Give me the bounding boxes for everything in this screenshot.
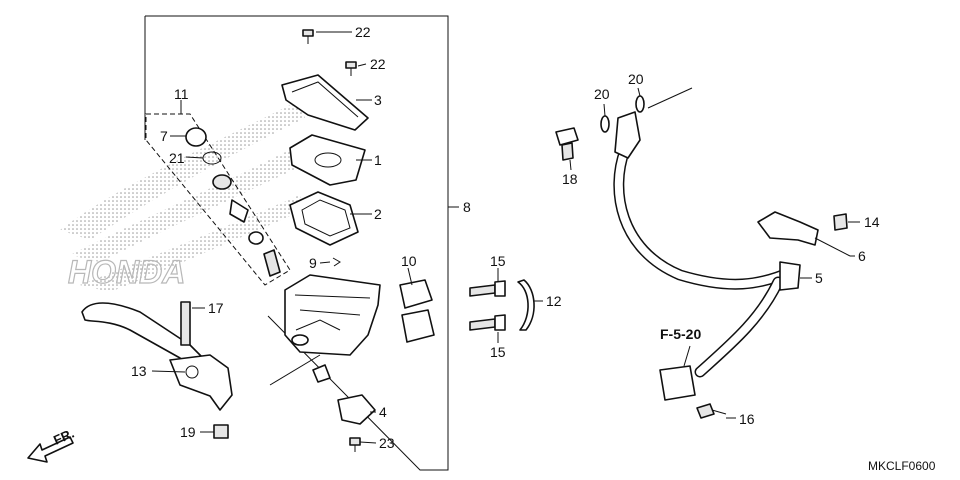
clip-9 — [332, 257, 341, 267]
callout-3: 3 — [374, 92, 382, 108]
callout-15b: 15 — [490, 344, 506, 360]
honda-watermark: HONDA — [60, 100, 314, 292]
bolt-16 — [696, 403, 727, 419]
callout-9: 9 — [309, 255, 317, 271]
brake-hose — [613, 111, 801, 401]
watermark-text: HONDA — [68, 254, 185, 290]
assembly-border — [145, 15, 449, 471]
screw-22-top — [302, 29, 314, 44]
callout-4: 4 — [379, 404, 387, 420]
master-cylinder-body — [269, 274, 381, 386]
callout-15a: 15 — [490, 253, 506, 269]
piston-kit — [185, 127, 281, 277]
callout-21: 21 — [169, 150, 185, 166]
stop-switch — [337, 394, 376, 425]
bolt-14 — [833, 213, 848, 231]
holder-clamp — [399, 279, 435, 343]
callout-13: 13 — [131, 363, 147, 379]
callout-18: 18 — [562, 171, 578, 187]
callout-7: 7 — [160, 128, 168, 144]
callout-20a: 20 — [594, 86, 610, 102]
callout-6: 6 — [858, 248, 866, 264]
callout-22a: 22 — [355, 24, 371, 40]
callout-11: 11 — [174, 86, 189, 102]
callout-20b: 20 — [628, 71, 644, 87]
diagram-code: MKCLF0600 — [868, 459, 936, 473]
callout-8: 8 — [463, 199, 471, 215]
leader-lines — [151, 31, 860, 444]
callout-1: 1 — [374, 152, 382, 168]
callout-5: 5 — [815, 270, 823, 286]
clip-12 — [517, 279, 535, 331]
direction-label: FR. — [51, 426, 76, 448]
callout-23: 23 — [379, 435, 395, 451]
callout-19: 19 — [180, 424, 196, 440]
callout-16: 16 — [739, 411, 755, 427]
reservoir-cover — [281, 74, 369, 131]
brake-lever — [81, 301, 233, 439]
reference-label: F-5-20 — [660, 326, 701, 342]
screw-22-second — [345, 61, 357, 76]
callout-numbers: 22 22 3 1 2 8 9 10 11 7 21 15 15 12 17 1… — [131, 24, 880, 451]
callout-12: 12 — [546, 293, 562, 309]
banjo-bolt-18 — [555, 127, 579, 161]
front-direction-arrow — [27, 436, 74, 463]
hose-clamp-6 — [757, 211, 819, 246]
callout-10: 10 — [401, 253, 417, 269]
diaphragm-plate — [289, 134, 366, 186]
callout-14: 14 — [864, 214, 880, 230]
screw-23 — [349, 437, 361, 446]
washer-20-a — [600, 115, 610, 133]
callout-22b: 22 — [370, 56, 386, 72]
bolt-15-lower — [469, 314, 506, 331]
callout-2: 2 — [374, 206, 382, 222]
bolt-15-upper — [469, 280, 506, 297]
washer-20-b — [635, 95, 645, 113]
callout-17: 17 — [208, 300, 224, 316]
group-11-border — [145, 113, 291, 286]
